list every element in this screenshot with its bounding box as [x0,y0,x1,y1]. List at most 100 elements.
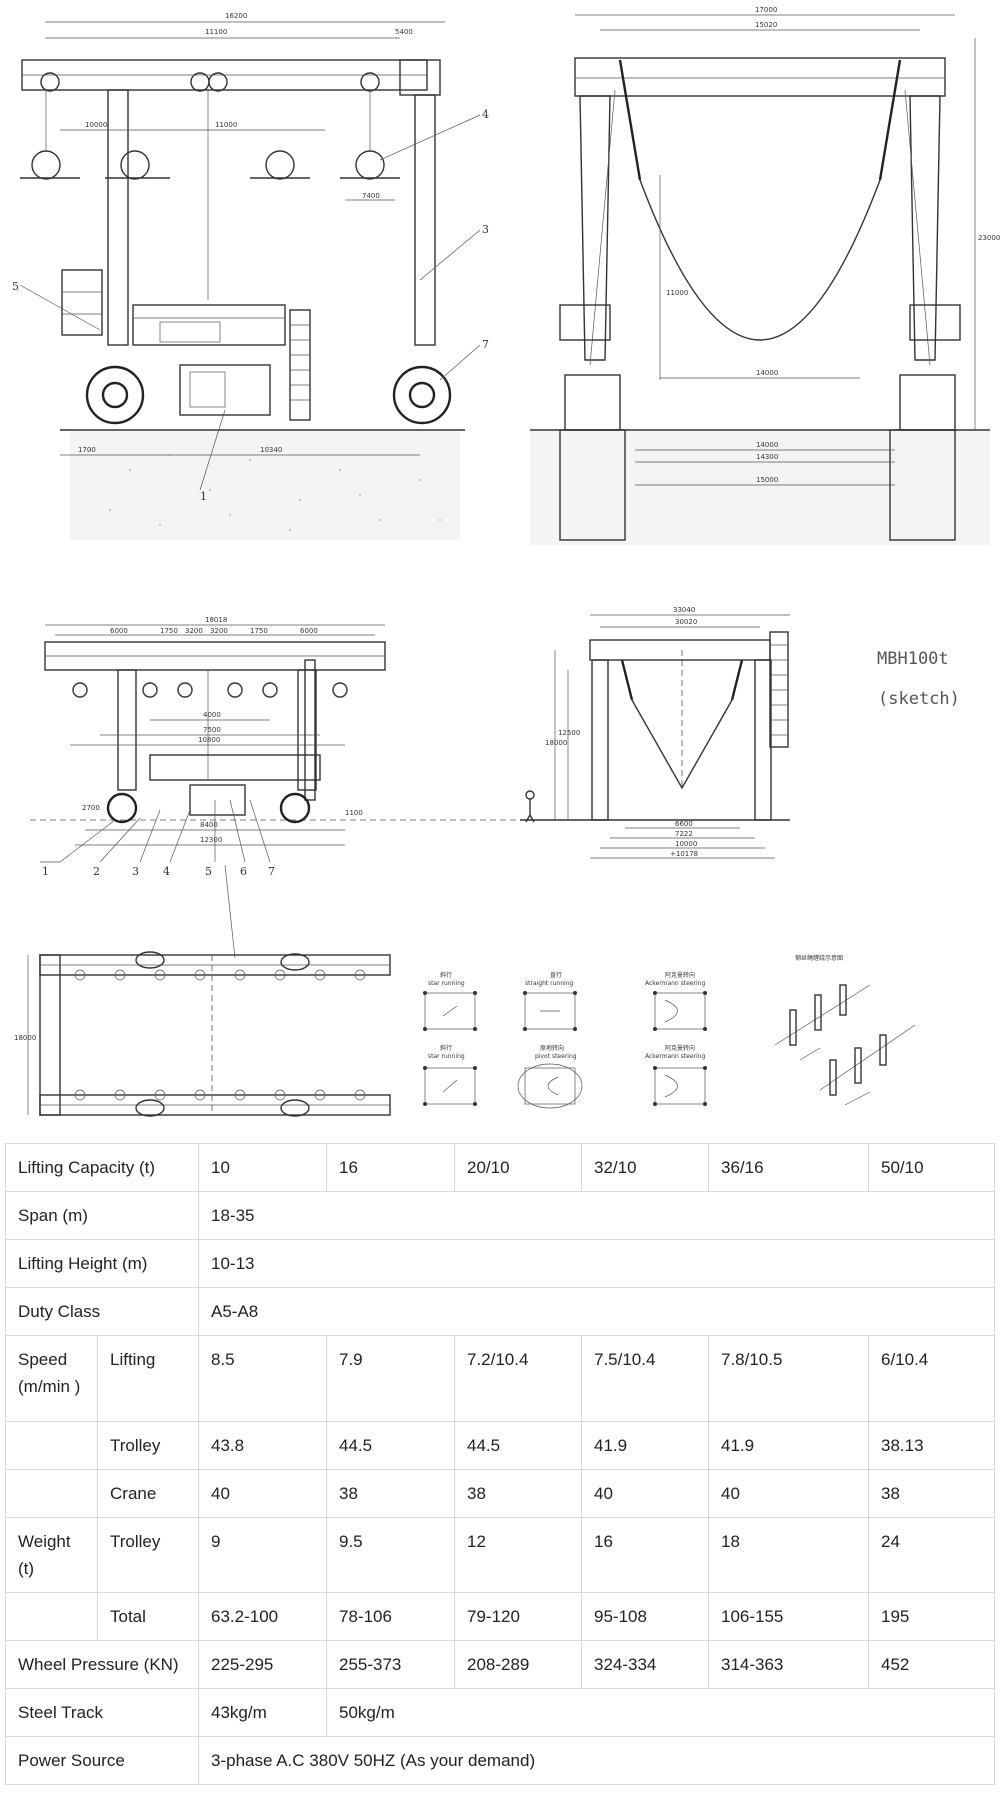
table-cell: 38 [326,1469,455,1518]
steering-diagram-2: 直行 straight running [523,971,577,1031]
svg-text:11100: 11100 [205,28,227,36]
svg-text:10340: 10340 [260,446,282,454]
svg-text:阿克曼转向: 阿克曼转向 [665,971,695,979]
table-row: Lifting Height (m) 10-13 [5,1239,995,1288]
table-row: Trolley 43.8 44.5 44.5 41.9 41.9 38.13 [5,1421,995,1470]
svg-text:15000: 15000 [756,476,778,484]
table-cell: 40 [581,1469,709,1518]
table-cell: 79-120 [454,1592,582,1641]
lifting-height-value: 10-13 [198,1239,995,1288]
svg-text:10000: 10000 [675,840,697,848]
table-cell: 225-295 [198,1640,327,1689]
side-elevation-drawing: 17000 15020 11000 14000 23000 14000 1430… [530,6,1000,545]
svg-text:6600: 6600 [675,820,693,828]
svg-text:17000: 17000 [755,6,777,14]
table-cell: 314-363 [708,1640,869,1689]
steering-mode-diagrams: 斜行 star running 直行 straight running 阿克曼转… [423,971,707,1109]
front-elevation-drawing: 16200 11100 5400 10000 11000 7400 [12,12,489,540]
table-cell: 38.13 [868,1421,995,1470]
table-cell: 16 [581,1517,709,1593]
svg-text:11000: 11000 [666,289,688,297]
table-cell: 43.8 [198,1421,327,1470]
svg-text:7400: 7400 [362,192,380,200]
callout-3b: 3 [132,865,139,878]
table-cell: 255-373 [326,1640,455,1689]
table-row: Total 63.2-100 78-106 79-120 95-108 106-… [5,1592,995,1641]
table-cell: 50kg/m [326,1688,995,1737]
table-cell: 195 [868,1592,995,1641]
weight-total-label: Total [97,1592,199,1641]
speed-trolley-label: Trolley [97,1421,199,1470]
table-cell: 36/16 [708,1143,869,1192]
end-elevation-drawing: 33040 30020 18000 12500 6600 7222 10000 … [520,606,790,859]
weight-trolley-label: Trolley [97,1517,199,1593]
svg-text:18000: 18000 [14,1034,36,1042]
svg-text:30020: 30020 [675,618,697,626]
duty-class-value: A5-A8 [198,1287,995,1336]
table-cell: 9.5 [326,1517,455,1593]
sketch-model-label: MBH100t [877,649,949,669]
svg-text:2700: 2700 [82,804,100,812]
callout-7: 7 [482,338,489,351]
svg-text:原地转向: 原地转向 [540,1044,564,1052]
table-row: Duty Class A5-A8 [5,1287,995,1336]
table-cell: 7.9 [326,1335,455,1422]
table-row: Crane 40 38 38 40 40 38 [5,1469,995,1518]
steering-diagram-6: 阿克曼转向 Ackermann steering [645,1044,707,1106]
table-cell: 50/10 [868,1143,995,1192]
table-row: Power Source 3-phase A.C 380V 50HZ (As y… [5,1736,995,1785]
svg-text:Ackermann steering: Ackermann steering [645,1053,705,1060]
callout-4: 4 [482,108,489,121]
span-label: Span (m) [5,1191,199,1240]
table-cell: 8.5 [198,1335,327,1422]
speed-label: Speed (m/min ) [5,1335,98,1422]
power-source-label: Power Source [5,1736,199,1785]
svg-text:5400: 5400 [395,28,413,36]
duty-class-label: Duty Class [5,1287,199,1336]
table-cell: 78-106 [326,1592,455,1641]
svg-text:12500: 12500 [558,729,580,737]
svg-text:3200: 3200 [210,627,228,635]
table-cell: 6/10.4 [868,1335,995,1422]
svg-text:straight running: straight running [525,980,574,987]
svg-text:16200: 16200 [225,12,247,20]
table-cell: 106-155 [708,1592,869,1641]
svg-text:15020: 15020 [755,21,777,29]
gantry-crane-drawing-sheet: 16200 11100 5400 10000 11000 7400 [12,6,1000,1117]
table-cell: 20/10 [454,1143,582,1192]
callout-6b: 6 [240,865,247,878]
weight-label: Weight (t) [5,1517,98,1593]
table-cell: 95-108 [581,1592,709,1641]
table-cell: 18 [708,1517,869,1593]
table-row: Wheel Pressure (KN) 225-295 255-373 208-… [5,1640,995,1689]
table-row: Lifting Capacity (t) 10 16 20/10 32/10 3… [5,1143,995,1192]
table-cell: 7.8/10.5 [708,1335,869,1422]
svg-text:1750: 1750 [250,627,268,635]
svg-text:10000: 10000 [85,121,107,129]
callout-7b: 7 [268,865,275,878]
svg-text:直行: 直行 [550,971,562,979]
svg-text:14300: 14300 [756,453,778,461]
table-cell: 7.5/10.4 [581,1335,709,1422]
steering-diagram-5: 原地转向 pivot steering [517,1044,583,1109]
callout-1: 1 [200,490,207,503]
table-cell: 32/10 [581,1143,709,1192]
table-cell: 40 [198,1469,327,1518]
svg-text:阿克曼转向: 阿克曼转向 [665,1044,695,1052]
svg-text:+10178: +10178 [670,850,698,858]
svg-text:1100: 1100 [345,809,363,817]
table-cell: 44.5 [454,1421,582,1470]
front-elevation-2-drawing: 18018 6000 1750 3200 3200 1750 6000 4000… [30,616,535,959]
table-cell: 40 [708,1469,869,1518]
sketch-subtitle-label: (sketch) [878,689,960,709]
svg-text:18018: 18018 [205,616,227,624]
callout-1b: 1 [42,865,49,878]
svg-text:star running: star running [428,980,465,987]
svg-text:7222: 7222 [675,830,693,838]
table-cell: 16 [326,1143,455,1192]
lifting-height-label: Lifting Height (m) [5,1239,199,1288]
wheel-pressure-label: Wheel Pressure (KN) [5,1640,199,1689]
svg-text:Ackermann steering: Ackermann steering [645,980,705,987]
steel-track-label: Steel Track [5,1688,199,1737]
svg-text:斜行: 斜行 [440,1044,452,1052]
